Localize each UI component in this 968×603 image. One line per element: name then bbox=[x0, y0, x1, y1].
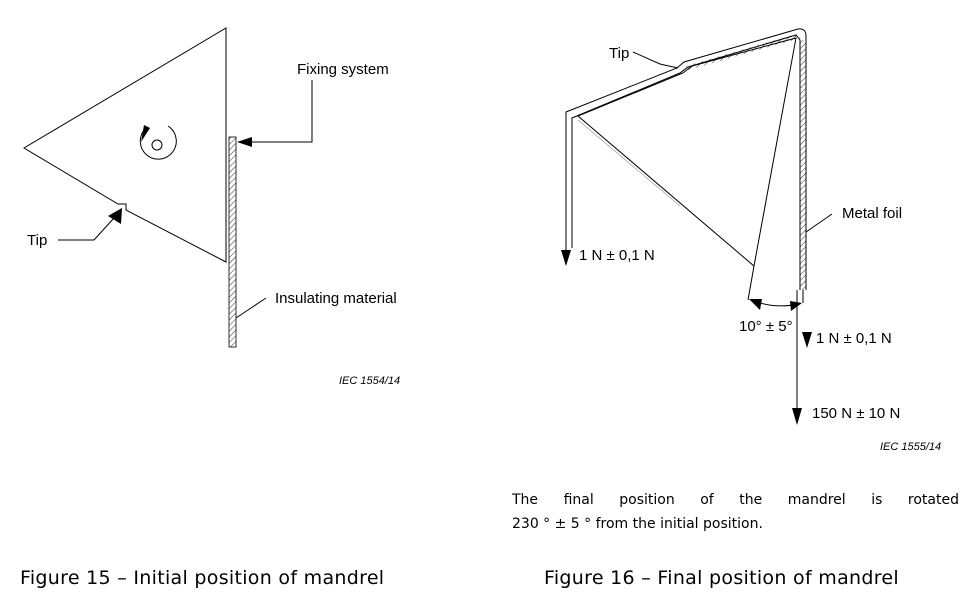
figure-16-note-line-1: The final position of the mandrel is rot… bbox=[512, 492, 959, 508]
main-force-label: 150 N ± 10 N bbox=[812, 405, 900, 422]
tip-leader-16 bbox=[632, 51, 679, 69]
left-force-arrow bbox=[561, 248, 571, 266]
fixing-system-label: Fixing system bbox=[297, 61, 389, 78]
metal-foil-label: Metal foil bbox=[842, 205, 902, 222]
metal-foil bbox=[565, 28, 807, 290]
figure-15: Fixing system Tip Insulating material IE… bbox=[20, 27, 400, 589]
right-force-label: 1 N ± 0,1 N bbox=[816, 330, 892, 347]
figure-16-reference: IEC 1555/14 bbox=[880, 441, 941, 453]
tip-label-16: Tip bbox=[609, 45, 629, 62]
right-force-arrow bbox=[802, 332, 812, 348]
insulating-material-strip bbox=[228, 136, 237, 348]
metal-foil-leader bbox=[805, 213, 833, 233]
rotation-arrow-icon bbox=[139, 125, 177, 160]
angle-reference-line bbox=[747, 265, 755, 301]
main-force-arrow bbox=[792, 290, 802, 425]
fixing-system-leader bbox=[237, 80, 313, 147]
figure-16: 10° ± 5° 1 N ± 0,1 N 1 N ± 0,1 N 150 N ±… bbox=[544, 28, 941, 589]
figure-15-caption: Figure 15 – Initial position of mandrel bbox=[20, 567, 384, 589]
mandrel-edge-shadow bbox=[577, 119, 681, 207]
angle-dimension bbox=[749, 299, 802, 311]
mandrel-initial bbox=[23, 27, 227, 263]
figure-16-caption: Figure 16 – Final position of mandrel bbox=[544, 567, 899, 589]
insulating-material-leader bbox=[235, 297, 267, 319]
tip-leader bbox=[58, 208, 122, 241]
figure-16-note-line-2: 230 ° ± 5 ° from the initial position. bbox=[512, 516, 763, 532]
figure-15-reference: IEC 1554/14 bbox=[339, 375, 400, 387]
left-force-label: 1 N ± 0,1 N bbox=[579, 247, 655, 264]
tip-label: Tip bbox=[27, 232, 47, 249]
angle-label: 10° ± 5° bbox=[739, 318, 793, 335]
insulating-material-label: Insulating material bbox=[275, 290, 397, 307]
mandrel-final bbox=[577, 37, 797, 267]
